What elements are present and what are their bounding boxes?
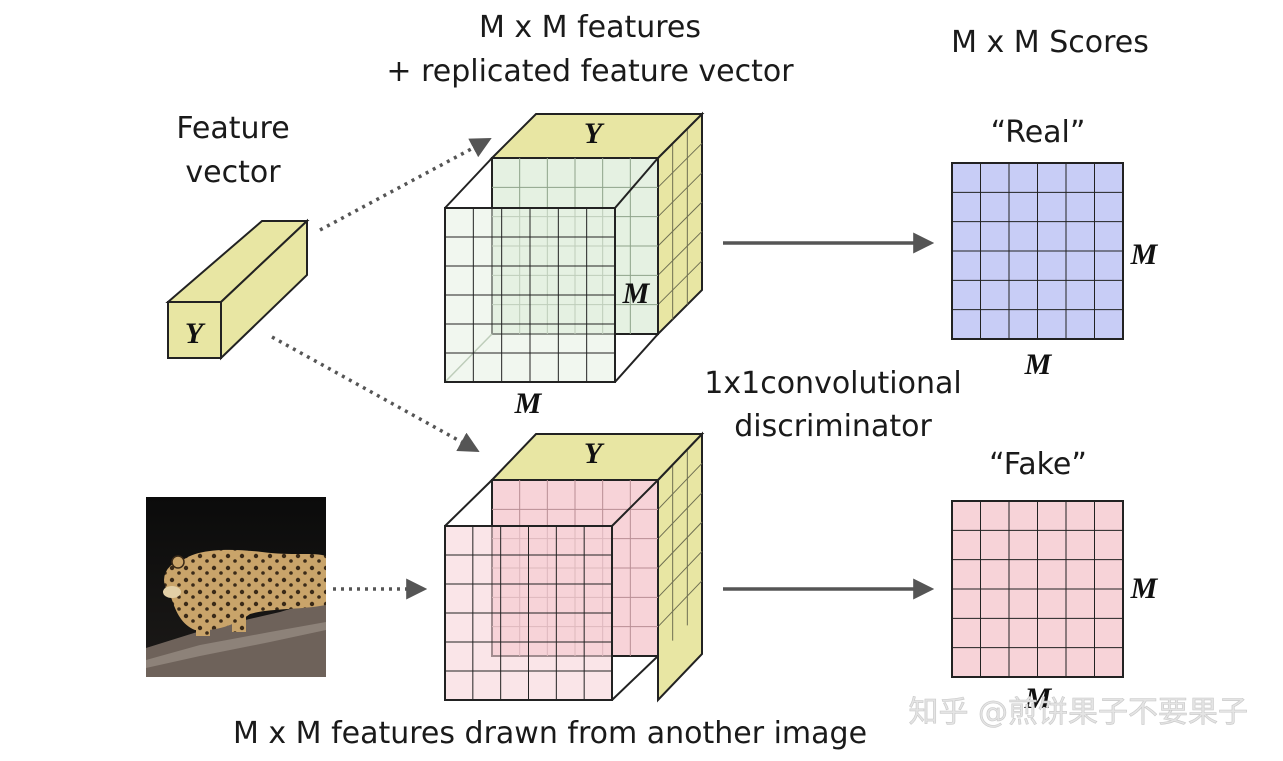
top-cube-m-side-symbol: M [622, 277, 651, 310]
top-cube-title-line2: + replicated feature vector [386, 54, 794, 89]
fake-grid-m-bottom-symbol: M [1024, 682, 1053, 715]
feature-vector-label-line1: Feature [176, 111, 289, 146]
top-cube-title-line1: M x M features [479, 10, 701, 45]
real-label: “Real” [991, 115, 1086, 150]
feature-vector-bar: Y [165, 218, 310, 361]
grid-line [657, 521, 703, 569]
top-cube-front-grid [445, 208, 615, 382]
dotted-arrow-to-bottom-cube [271, 335, 480, 453]
top-feature-cube: Y M M [444, 111, 705, 420]
fake-grid-m-side-symbol: M [1130, 572, 1159, 605]
discriminator-label-line2: discriminator [734, 409, 932, 444]
scores-title: M x M Scores [951, 25, 1149, 60]
watermark: 知乎 @煎饼果子不要果子 [908, 695, 1248, 730]
bottom-feature-cube: Y [444, 431, 705, 703]
bottom-caption: M x M features drawn from another image [233, 716, 867, 751]
real-grid-m-side-symbol: M [1130, 238, 1159, 271]
bottom-cube-right-face-grid [657, 449, 703, 641]
bottom-cube-front-grid [445, 526, 612, 700]
grid-line [657, 201, 703, 247]
grid-line [657, 172, 703, 218]
grid-line [657, 230, 703, 276]
fake-label: “Fake” [989, 447, 1087, 482]
top-cube-y-symbol: Y [584, 117, 605, 150]
grid-line [657, 462, 703, 510]
top-cube-m-bottom-symbol: M [514, 387, 543, 420]
feature-vector-y-symbol: Y [185, 317, 206, 350]
top-cube-right-face-grid [657, 128, 703, 320]
leopard-photo [146, 497, 326, 677]
real-score-grid: M M [951, 162, 1159, 381]
grid-line [657, 550, 703, 598]
grid-line [657, 260, 703, 306]
grid-line [657, 580, 703, 628]
grid-line [657, 142, 703, 188]
feature-vector-label-line2: vector [185, 155, 281, 190]
discriminator-label-line1: 1x1convolutional [704, 366, 961, 401]
bottom-cube-y-symbol: Y [584, 437, 605, 470]
fake-score-grid: M M [951, 500, 1159, 715]
real-grid-m-bottom-symbol: M [1024, 348, 1053, 381]
grid-line [657, 492, 703, 540]
